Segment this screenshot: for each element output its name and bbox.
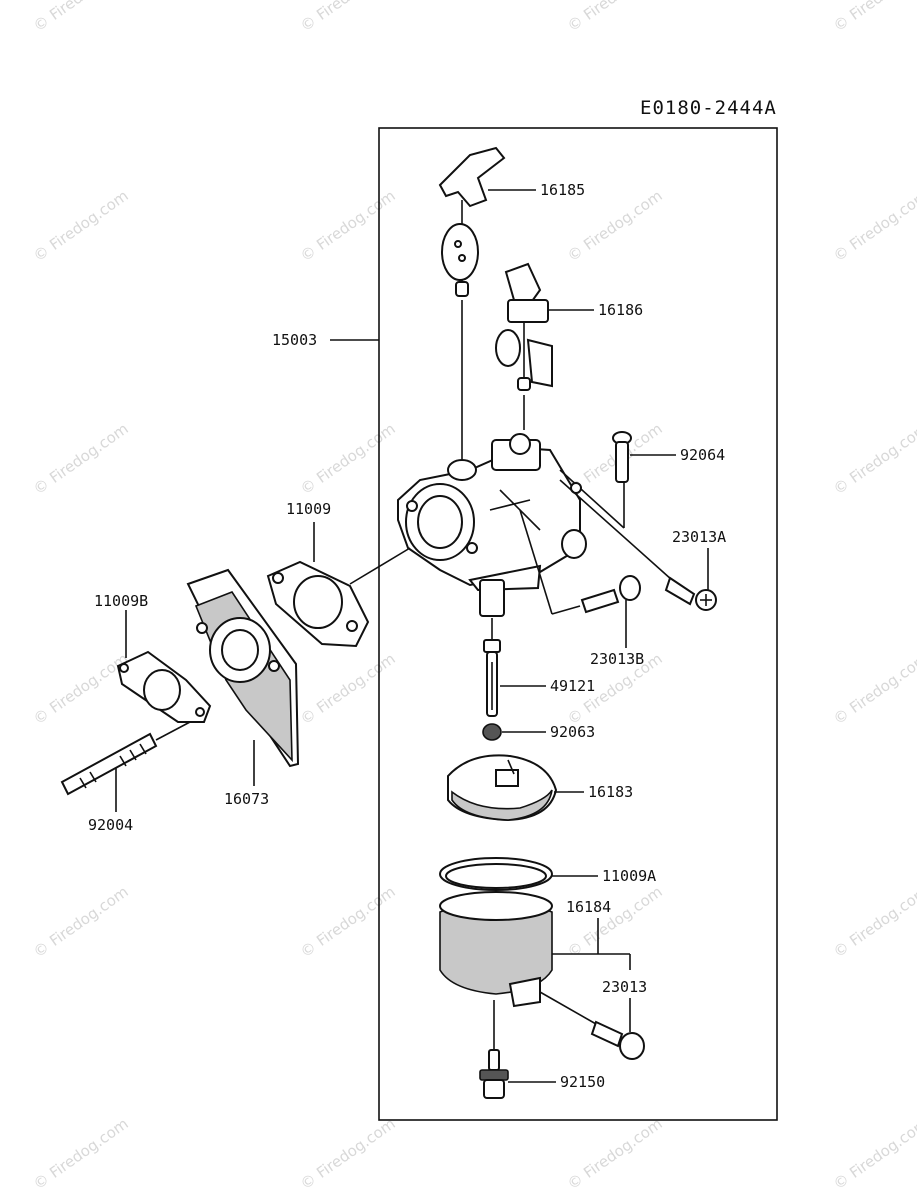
label-23013A: 23013A [672,528,726,546]
label-16185: 16185 [540,181,585,199]
watermark: © Firedog.com [564,883,666,962]
diagram-code: E0180-2444A [640,97,777,119]
watermark: © Firedog.com [564,0,666,35]
watermark: © Firedog.com [564,1115,666,1194]
screw-92064-part [559,431,632,529]
watermark: © Firedog.com [297,1115,399,1194]
assembly-frame [378,127,778,1121]
label-16183: 16183 [588,783,633,801]
float-bowl-16184-part [439,891,553,1008]
watermark: © Firedog.com [830,420,917,499]
screw-23013B-part [519,509,641,615]
watermark: © Firedog.com [830,883,917,962]
label-92063: 92063 [550,723,595,741]
watermark: © Firedog.com [297,187,399,266]
label-16184: 16184 [566,898,611,916]
watermark: © Firedog.com [30,187,132,266]
throttle-shaft-part [495,262,553,391]
label-23013: 23013 [602,978,647,996]
watermark: © Firedog.com [297,883,399,962]
watermark: © Firedog.com [30,1115,132,1194]
insulator-16073-part [186,568,300,768]
screw-23013A-part [559,479,717,611]
label-92150: 92150 [560,1073,605,1091]
label-23013B: 23013B [590,650,644,668]
jet-92063-part [482,723,502,741]
label-15003: 15003 [272,331,317,349]
nozzle-49121-part [483,618,501,717]
watermark: © Firedog.com [830,1115,917,1194]
screw-23013-part [539,991,645,1060]
label-92004: 92004 [88,816,133,834]
watermark: © Firedog.com [30,420,132,499]
watermark: © Firedog.com [297,0,399,35]
watermark: © Firedog.com [30,650,132,729]
gasket-11009B-part [116,650,212,723]
label-11009: 11009 [286,500,331,518]
label-49121: 49121 [550,677,595,695]
alignment-line [349,547,411,585]
watermark: © Firedog.com [830,650,917,729]
watermark: © Firedog.com [297,420,399,499]
watermark: © Firedog.com [297,650,399,729]
carburetor-body-part [397,433,587,617]
watermark: © Firedog.com [30,883,132,962]
drain-bolt-92150-part [479,1000,509,1099]
stud-92004-part [60,721,191,796]
oring-11009A-part [439,857,553,891]
choke-shaft-part [438,146,506,297]
label-11009B: 11009B [94,592,148,610]
float-16183-part [447,754,558,822]
watermark: © Firedog.com [830,0,917,35]
watermark: © Firedog.com [30,0,132,35]
label-16186: 16186 [598,301,643,319]
watermark: © Firedog.com [830,187,917,266]
label-92064: 92064 [680,446,725,464]
label-11009A: 11009A [602,867,656,885]
label-16073: 16073 [224,790,269,808]
gasket-11009-part [266,560,370,648]
